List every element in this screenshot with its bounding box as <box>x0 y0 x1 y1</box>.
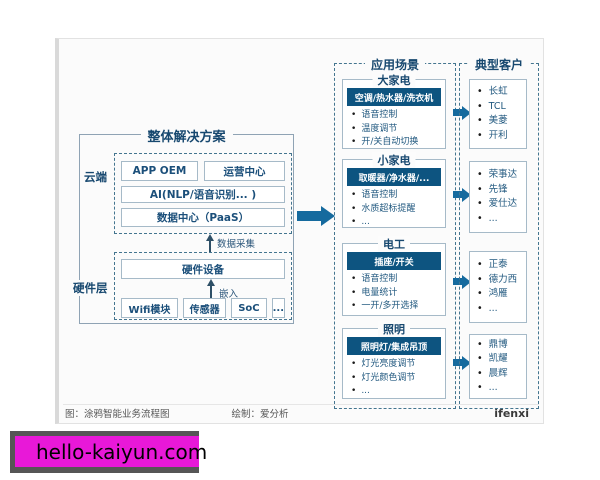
scenario-bullet-list: 语音控制 电量统计 一开/多开选择 <box>343 273 445 314</box>
diagram-panel: 整体解决方案 云端 硬件层 APP OEM 运营中心 AI(NLP/语音识别..… <box>55 38 544 424</box>
up-arrow-icon <box>206 279 215 298</box>
customer-item: 美菱 <box>477 114 508 129</box>
scenario-group-header: 插座/开关 <box>347 252 441 270</box>
data-collect-label: 数据采集 <box>217 239 256 250</box>
scenario-bullet: 电量统计 <box>351 287 445 301</box>
scenario-bullet: 语音控制 <box>351 189 445 203</box>
scenario-group-lighting: 照明 照明灯/集成吊顶 灯光亮度调节 灯光颜色调节 ... <box>342 321 446 399</box>
figure-caption-bar: 图：涂鸦智能业务流程图 绘制：爱分析 ifenxi <box>63 404 539 421</box>
customer-item: 正泰 <box>477 258 517 273</box>
customer-list: 正泰 德力西 鸿雁 ... <box>470 258 518 317</box>
scenario-bullet: 一开/多开选择 <box>351 300 445 314</box>
scenario-group-small-appliances: 小家电 取暖器/净水器/... 语音控制 水质超标提醒 ... <box>342 152 446 230</box>
customer-item: 开利 <box>477 129 508 144</box>
soc-box: SoC <box>231 298 267 318</box>
scenario-group-header: 照明灯/集成吊顶 <box>347 337 441 355</box>
cloud-layer-label: 云端 <box>84 170 107 184</box>
customer-box-electrician: 正泰 德力西 鸿雁 ... <box>469 251 527 323</box>
customer-list: 荣事达 先锋 爱仕达 ... <box>470 168 518 227</box>
scenario-bullet: 温度调节 <box>351 123 445 137</box>
customer-box-lighting: 鼎博 凯耀 晨辉 ... <box>469 334 527 399</box>
watermark-banner: hello-kaiyun.com <box>10 431 207 473</box>
scenario-bullet: 灯光颜色调节 <box>351 372 445 386</box>
customer-item: TCL <box>477 100 508 115</box>
scenario-bullet-list: 语音控制 水质超标提醒 ... <box>343 189 445 230</box>
customer-item: 鼎博 <box>477 338 508 353</box>
scenario-group-title: 大家电 <box>372 72 416 88</box>
customer-item: ... <box>477 212 517 227</box>
ai-box: AI(NLP/语音识别... ) <box>121 186 285 203</box>
hardware-layer-group: 硬件设备 嵌入 Wifi模块 传感器 SoC ... <box>114 252 292 320</box>
hardware-device-box: 硬件设备 <box>121 259 285 279</box>
scenario-bullet: ... <box>351 216 445 230</box>
scenario-group-title: 小家电 <box>372 152 416 168</box>
scenario-bullet: 开/关自动切换 <box>351 136 445 150</box>
flow-arrow-icon <box>453 355 471 370</box>
hardware-layer-label: 硬件层 <box>71 280 110 296</box>
embed-label: 嵌入 <box>219 289 239 300</box>
customer-box-small-appliances: 荣事达 先锋 爱仕达 ... <box>469 161 527 233</box>
customer-item: ... <box>477 302 517 317</box>
scenario-group-header: 取暖器/净水器/... <box>347 168 441 186</box>
figure-caption: 图：涂鸦智能业务流程图 <box>65 409 170 420</box>
customer-item: ... <box>477 381 508 396</box>
watermark-banner-inner: hello-kaiyun.com <box>15 436 207 467</box>
ifenxi-logo: ifenxi <box>494 406 529 420</box>
customer-item: 爱仕达 <box>477 197 518 212</box>
scenarios-title: 应用场景 <box>364 56 426 73</box>
scenario-group-title: 电工 <box>378 236 410 252</box>
more-modules-box: ... <box>271 298 285 318</box>
customer-item: 鸿雁 <box>477 287 517 302</box>
scenario-bullet: 灯光亮度调节 <box>351 358 445 372</box>
customer-item: 先锋 <box>477 183 517 198</box>
watermark-url: hello-kaiyun.com <box>36 439 208 464</box>
customers-column: 典型客户 <box>459 56 539 409</box>
scenario-bullet: ... <box>351 385 445 399</box>
scenario-group-electrician: 电工 插座/开关 语音控制 电量统计 一开/多开选择 <box>342 236 446 316</box>
customer-item: 晨辉 <box>477 367 508 382</box>
scenario-group-title: 照明 <box>378 321 410 337</box>
app-oem-box: APP OEM <box>121 161 198 181</box>
flow-arrow-icon <box>453 274 471 289</box>
data-center-box: 数据中心（PaaS） <box>121 208 285 227</box>
customer-list: 长虹 TCL 美菱 开利 <box>470 85 508 143</box>
flow-arrow-icon <box>453 187 471 202</box>
scenario-bullet: 水质超标提醒 <box>351 203 445 217</box>
customer-item: 凯耀 <box>477 352 508 367</box>
figure-credit: 绘制：爱分析 <box>231 409 289 420</box>
solution-box: 整体解决方案 云端 硬件层 APP OEM 运营中心 AI(NLP/语音识别..… <box>71 126 294 324</box>
scenario-bullet: 语音控制 <box>351 273 445 287</box>
customer-list: 鼎博 凯耀 晨辉 ... <box>470 338 508 396</box>
scenario-bullet-list: 语音控制 温度调节 开/关自动切换 <box>343 109 445 150</box>
wifi-module-box: Wifi模块 <box>121 298 178 318</box>
flow-arrow-icon <box>453 105 471 120</box>
customer-item: 长虹 <box>477 85 508 100</box>
customer-item: 德力西 <box>477 273 518 288</box>
customers-title: 典型客户 <box>468 56 530 73</box>
solution-title: 整体解决方案 <box>140 126 233 145</box>
scenario-bullet-list: 灯光亮度调节 灯光颜色调节 ... <box>343 358 445 399</box>
sensor-box: 传感器 <box>182 298 227 318</box>
customer-box-major-appliances: 长虹 TCL 美菱 开利 <box>469 79 527 149</box>
scenarios-column: 应用场景 <box>334 56 456 409</box>
scenario-group-major-appliances: 大家电 空调/热水器/洗衣机 语音控制 温度调节 开/关自动切换 <box>342 72 446 150</box>
up-arrow-icon <box>205 234 214 252</box>
cloud-layer-group: APP OEM 运营中心 AI(NLP/语音识别... ) 数据中心（PaaS） <box>114 153 292 234</box>
ops-center-box: 运营中心 <box>204 161 285 181</box>
scenario-group-header: 空调/热水器/洗衣机 <box>347 88 441 106</box>
flow-arrow-icon <box>297 206 335 226</box>
scenario-bullet: 语音控制 <box>351 109 445 123</box>
customer-item: 荣事达 <box>477 168 518 183</box>
